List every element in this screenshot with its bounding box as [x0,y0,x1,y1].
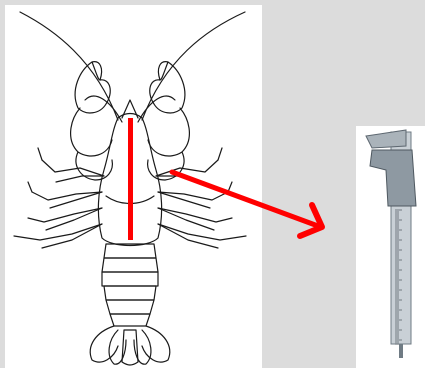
carapace-measure-line [128,118,133,240]
left-legs [14,148,104,248]
caliper-slide [370,150,416,206]
right-antennule [138,96,175,122]
right-legs [156,148,246,248]
rostrum [122,100,138,118]
caliper-fixed-jaw [366,130,406,148]
right-antenna [142,12,245,120]
caliper-depth-rod [399,344,403,358]
left-antennule [85,96,122,122]
tail-fan [90,326,169,365]
left-antenna [20,12,118,120]
caliper-icon [366,130,416,358]
abdomen [102,244,158,326]
arrow-to-caliper [172,172,322,236]
